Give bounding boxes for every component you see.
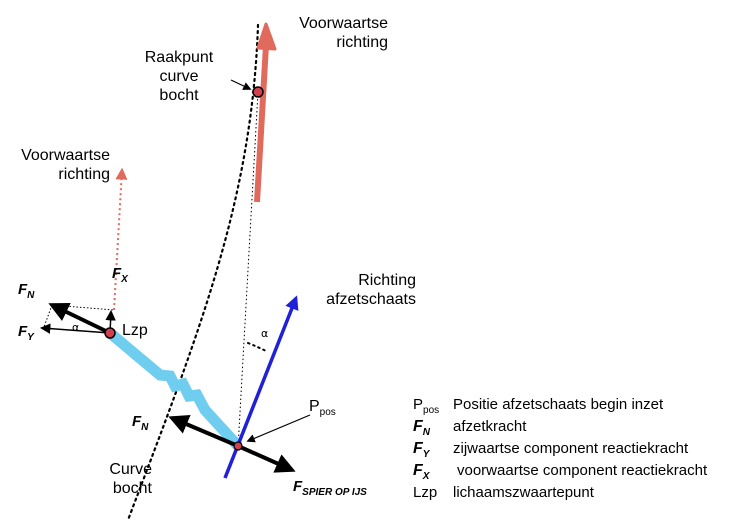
fn-left-arrow <box>48 302 111 335</box>
legend-row-ppos: Ppos Positie afzetschaats begin inzet <box>413 394 707 416</box>
legend-symbol: FN <box>413 418 431 439</box>
legend-row-fx: FX voorwaartse component reactiekracht <box>413 460 707 482</box>
fn-left-label: FN <box>18 281 35 301</box>
ppos-dot <box>233 441 243 451</box>
alpha-right-label: α <box>261 327 269 340</box>
contact-point-label: Raakpunt curve bocht <box>144 49 214 104</box>
contact-point-pointer <box>230 79 252 90</box>
legend-text: afzetkracht <box>453 418 527 435</box>
alpha-arc-lower <box>247 342 267 352</box>
leg-segment <box>106 328 243 450</box>
forward-direction-dotted-arrow <box>113 167 128 311</box>
fy-left-label: FY <box>18 323 34 343</box>
fx-left-label: FX <box>112 265 128 285</box>
contact-point-dot <box>252 86 264 98</box>
lzp-label: Lzp <box>122 322 148 339</box>
push-direction-label: Richting afzetschaats <box>326 272 416 308</box>
legend-row-lzp: Lzp lichaamszwaartepunt <box>413 482 707 504</box>
curve-bend-label: Curve bocht <box>109 461 152 497</box>
legend-symbol: FX <box>413 462 430 483</box>
legend-text: Positie afzetschaats begin inzet <box>453 396 664 413</box>
reference-dotted-line <box>237 91 259 449</box>
legend-symbol: Ppos <box>413 396 440 416</box>
legend-symbol: FY <box>413 440 430 461</box>
forward-arrowhead <box>256 22 277 51</box>
legend-text: zijwaartse component reactiekracht <box>453 440 689 457</box>
ppos-pointer <box>246 414 311 443</box>
legend-text: voorwaartse component reactiekracht <box>457 462 708 479</box>
legend: Ppos Positie afzetschaats begin inzet FN… <box>413 394 707 504</box>
fspier-label: FSPIER OP IJS <box>293 478 367 498</box>
forward-direction-left-label: Voorwaartse richting <box>21 147 110 183</box>
ppos-label: Ppos <box>309 398 336 419</box>
alpha-left-label: α <box>72 321 80 334</box>
fn-lower-arrow <box>168 415 239 448</box>
lzp-dot <box>104 327 116 339</box>
legend-symbol: Lzp <box>413 484 438 501</box>
parallelogram-left <box>43 304 53 328</box>
legend-row-fn: FN afzetkracht <box>413 416 707 438</box>
legend-text: lichaamszwaartepunt <box>453 484 594 501</box>
curve-bend-line <box>126 23 260 522</box>
legend-row-fy: FY zijwaartse component reactiekracht <box>413 438 707 460</box>
fspier-arrow <box>237 444 296 473</box>
forward-direction-arrow <box>254 44 269 203</box>
forward-direction-top-label: Voorwaartse richting <box>299 15 388 51</box>
fn-lower-label: FN <box>132 413 149 433</box>
fy-left-arrow <box>39 323 111 334</box>
